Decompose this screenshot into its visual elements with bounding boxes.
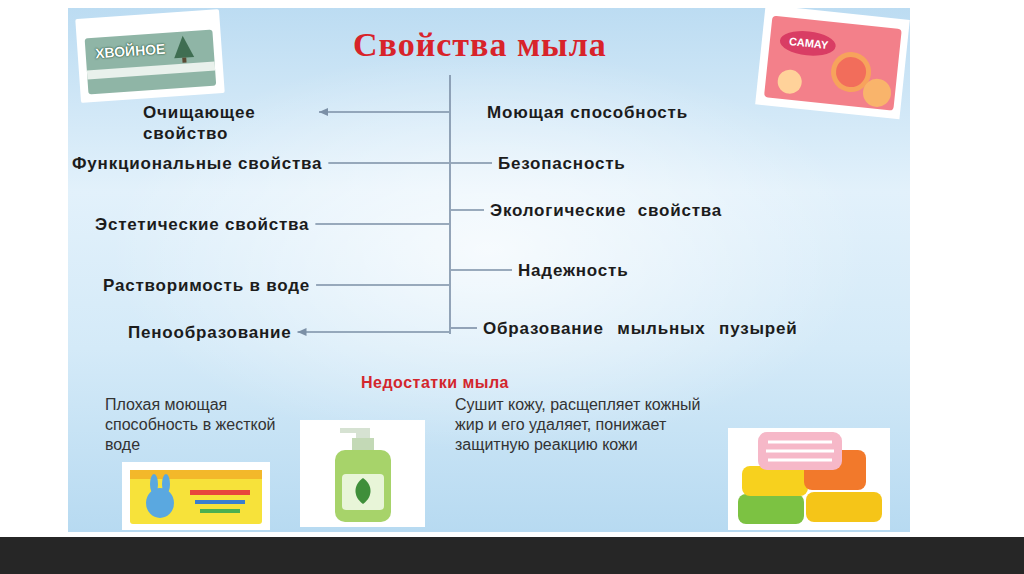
soap-bars-picture [758, 432, 842, 470]
soap-bars-picture [738, 494, 804, 524]
soap-bars-picture [768, 441, 832, 444]
pine-soap-picture [87, 62, 215, 80]
leader-line [316, 284, 449, 286]
property-item: Функциональные свойства [72, 153, 322, 174]
section-heading: Недостатки мыла [361, 373, 509, 393]
drawback-note: Сушит кожу, расщепляет кожный жир и его … [455, 395, 723, 455]
property-item: Очищающее свойство [143, 102, 313, 144]
baby-soap-picture [195, 500, 245, 504]
liquid-soap-picture [335, 450, 391, 522]
baby-soap-picture [130, 470, 262, 479]
leader-line [451, 162, 492, 164]
camay-soap-picture [755, 5, 910, 120]
liquid-soap-picture [356, 428, 370, 439]
leader-line [319, 111, 449, 113]
camay-soap-picture [779, 29, 837, 59]
property-item: Экологические свойства [490, 200, 722, 221]
camay-soap-picture [755, 5, 910, 120]
property-item: Эстетические свойства [95, 214, 309, 235]
property-item: Надежность [518, 260, 628, 281]
pine-soap-picture [182, 57, 186, 62]
arrow-head [319, 108, 328, 116]
slide-title: Свойства мыла [353, 25, 607, 65]
liquid-soap-picture [300, 420, 425, 527]
soap-bars-picture [728, 428, 890, 530]
soap-bars-picture [742, 466, 808, 496]
property-item: Моющая способность [487, 102, 688, 123]
soap-bars-picture [768, 459, 832, 462]
liquid-soap-picture [355, 478, 370, 504]
leader-line [315, 223, 449, 225]
leader-line [451, 327, 477, 329]
liquid-soap-picture [352, 438, 374, 452]
liquid-soap-picture [300, 420, 425, 527]
drawback-note: Плохая моющая способность в жесткой воде [105, 395, 295, 455]
baby-soap-picture [146, 488, 174, 518]
leader-line [451, 269, 512, 271]
soap-bars-picture [728, 428, 890, 530]
property-item: Безопасность [498, 153, 626, 174]
slide-ground [68, 8, 910, 532]
baby-soap-picture [190, 490, 250, 495]
baby-soap-picture [130, 470, 262, 524]
camay-soap-picture [764, 16, 902, 111]
pine-soap-picture [85, 30, 217, 95]
slide-glow [109, 50, 869, 450]
axis-line [449, 75, 451, 334]
pine-soap-picture [75, 9, 225, 103]
baby-soap-picture [200, 509, 240, 513]
property-item: Растворимость в воде [103, 275, 310, 296]
soap-bars-picture [806, 492, 882, 522]
baby-soap-picture [122, 462, 270, 530]
liquid-soap-picture [342, 474, 384, 510]
property-item: Пенообразование [128, 322, 292, 343]
player-bar [0, 537, 1024, 574]
camay-soap-picture [835, 56, 868, 89]
pine-soap-picture [75, 9, 225, 103]
leader-line [328, 162, 449, 164]
leader-line [298, 331, 449, 333]
leader-line [451, 209, 484, 211]
property-item: Образование мыльных пузырей [483, 318, 797, 339]
camay-soap-picture [777, 68, 803, 94]
arrow-head [298, 328, 307, 336]
soap-bars-picture [766, 450, 834, 453]
camay-soap-picture [862, 77, 893, 108]
pine-soap-picture [173, 35, 194, 58]
baby-soap-picture [122, 462, 270, 530]
